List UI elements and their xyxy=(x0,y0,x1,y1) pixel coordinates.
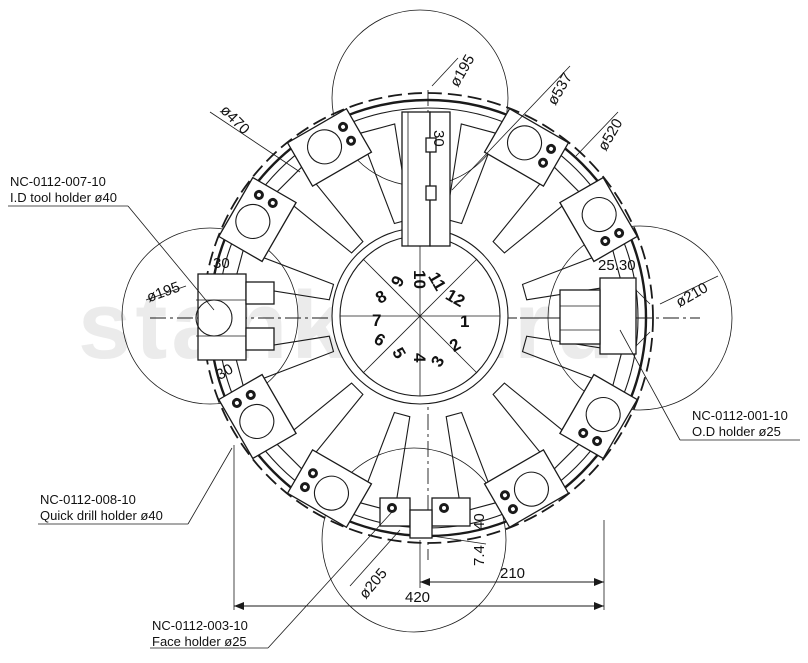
dim-30-left-top: 30 xyxy=(213,255,230,272)
block-body xyxy=(217,373,297,460)
dim-40: 40 xyxy=(471,513,488,530)
station-number: 10 xyxy=(410,270,429,289)
screw-socket xyxy=(510,507,515,512)
callout-desc: I.D tool holder ø40 xyxy=(10,190,117,205)
screw-socket xyxy=(617,231,622,236)
screw-socket xyxy=(256,192,261,197)
radial-slot xyxy=(445,411,497,513)
callout-code: NC-0112-007-10 xyxy=(10,174,106,189)
callout-desc: Face holder ø25 xyxy=(152,634,247,649)
station-number: 7 xyxy=(372,311,381,330)
right-holder: 25.30 xyxy=(520,257,651,355)
block-body xyxy=(286,449,373,529)
callout-od-holder: NC-0112-001-10 O.D holder ø25 xyxy=(692,408,788,439)
bottom-holder: 40 7.4 xyxy=(379,497,488,566)
tool-bore xyxy=(581,196,617,233)
block-body xyxy=(483,107,570,187)
dim-210: 210 xyxy=(500,565,525,582)
screw-socket xyxy=(270,200,275,205)
station-block xyxy=(217,176,297,263)
screw-socket xyxy=(549,146,554,151)
dim-30-left-bottom: 30 xyxy=(213,361,236,384)
callout-desc: O.D holder ø25 xyxy=(692,424,781,439)
tool-bore xyxy=(306,129,343,165)
tool-bore xyxy=(235,203,271,240)
dim-420: 420 xyxy=(405,589,430,606)
dim-d537: ø537 xyxy=(544,70,576,108)
radial-slot xyxy=(445,123,497,225)
dim-d520: ø520 xyxy=(595,116,627,154)
tool-bore xyxy=(506,125,543,161)
station-number: 1 xyxy=(460,312,469,331)
dim-d205: ø205 xyxy=(356,565,391,602)
block-body xyxy=(217,176,297,263)
screw-socket xyxy=(302,485,307,490)
screw-socket xyxy=(581,431,586,436)
block-body xyxy=(559,373,639,460)
station-block xyxy=(286,449,373,529)
tool-bore xyxy=(313,475,350,511)
block-body xyxy=(483,449,570,529)
dim-7-4: 7.4 xyxy=(471,545,488,566)
callout-id-holder: NC-0112-007-10 I.D tool holder ø40 xyxy=(10,174,117,205)
index-disc xyxy=(331,227,509,405)
tool-bore xyxy=(239,403,275,440)
tool-bore xyxy=(513,471,550,507)
screw-socket xyxy=(502,493,507,498)
block-body xyxy=(559,176,639,263)
station-number: 4 xyxy=(410,353,429,363)
station-blocks xyxy=(217,107,639,529)
station-block xyxy=(483,449,570,529)
block-body xyxy=(286,107,373,187)
callout-face-holder: NC-0112-003-10 Face holder ø25 xyxy=(152,618,248,649)
screw-socket xyxy=(595,439,600,444)
screw-socket xyxy=(248,392,253,397)
callout-leaders xyxy=(8,205,800,649)
screw-socket xyxy=(349,138,354,143)
dim-30-top: 30 xyxy=(430,130,447,147)
dim-d210-right: ø210 xyxy=(673,279,711,311)
radial-slot xyxy=(359,411,411,513)
station-block xyxy=(483,107,570,187)
screw-socket xyxy=(310,471,315,476)
top-holder: 30 xyxy=(401,111,451,247)
tool-bore xyxy=(585,396,621,433)
callout-code: NC-0112-003-10 xyxy=(152,618,248,633)
callout-desc: Quick drill holder ø40 xyxy=(40,508,163,523)
dim-d195-top: ø195 xyxy=(447,52,479,90)
left-holder: 30 30 xyxy=(195,255,275,384)
station-block xyxy=(559,373,639,460)
callout-drill-holder: NC-0112-008-10 Quick drill holder ø40 xyxy=(40,492,163,523)
screw-socket xyxy=(603,239,608,244)
station-block xyxy=(217,373,297,460)
screw-socket xyxy=(234,400,239,405)
callout-code: NC-0112-001-10 xyxy=(692,408,788,423)
screw-socket xyxy=(341,124,346,129)
dim-25-30: 25.30 xyxy=(598,257,636,274)
callout-code: NC-0112-008-10 xyxy=(40,492,136,507)
station-block xyxy=(286,107,373,187)
screw-socket xyxy=(541,160,546,165)
dimension-lines: 210 420 xyxy=(233,445,605,610)
station-block xyxy=(559,176,639,263)
